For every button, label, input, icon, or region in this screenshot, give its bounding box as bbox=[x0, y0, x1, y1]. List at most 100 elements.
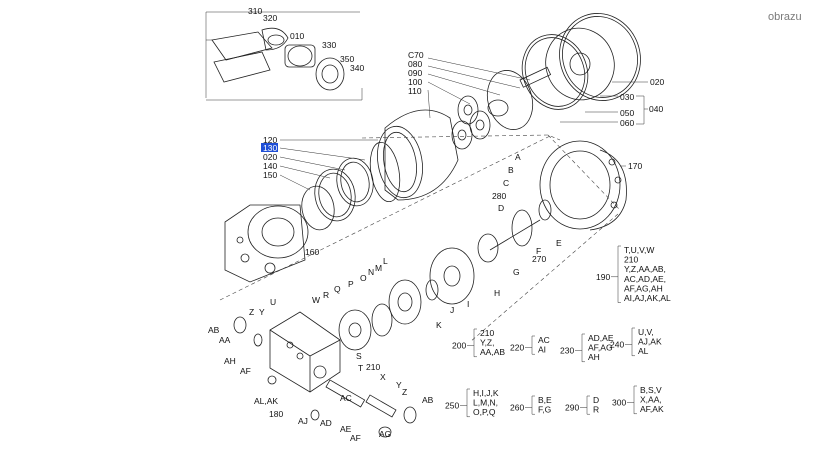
callout-a: A bbox=[515, 152, 521, 162]
highlight-box bbox=[261, 143, 278, 152]
callout-z: Z bbox=[402, 387, 407, 397]
callout-al-ak: AL,AK bbox=[254, 396, 278, 406]
callout-b: B bbox=[508, 165, 514, 175]
group-190-bracket bbox=[617, 245, 621, 303]
callout-020-left: 020 bbox=[263, 152, 277, 162]
inset-detail bbox=[205, 11, 363, 101]
callout-010: 010 bbox=[290, 31, 304, 41]
callout-h: H bbox=[494, 288, 500, 298]
group-250-id: 250 bbox=[445, 400, 459, 410]
group-300-id: 300 bbox=[612, 397, 626, 407]
callout-c: C bbox=[503, 178, 509, 188]
group-250-bracket bbox=[466, 388, 470, 418]
group-240-bracket bbox=[631, 327, 635, 357]
callout-f: F bbox=[536, 246, 541, 256]
callout-ad: AD bbox=[320, 418, 332, 428]
callout-y: Y bbox=[396, 380, 402, 390]
callout-n: N bbox=[368, 267, 374, 277]
callout-140: 140 bbox=[263, 161, 277, 171]
callout-z-top: Z bbox=[249, 307, 254, 317]
callout-170: 170 bbox=[628, 161, 642, 171]
callout-t: T bbox=[358, 363, 363, 373]
callout-ab-left: AB bbox=[208, 325, 220, 335]
callout-c70: C70 bbox=[408, 50, 424, 60]
valve-block bbox=[233, 279, 422, 438]
group-230-bracket bbox=[581, 333, 585, 363]
callout-d: D bbox=[498, 203, 504, 213]
callout-090: 090 bbox=[408, 68, 422, 78]
callout-120: 120 bbox=[263, 135, 277, 145]
callout-030: 030 bbox=[620, 92, 634, 102]
group-260-id: 260 bbox=[510, 403, 524, 413]
callout-210: 210 bbox=[366, 362, 380, 372]
group-200-id: 200 bbox=[452, 340, 466, 350]
callout-k: K bbox=[436, 320, 442, 330]
callout-ag: AG bbox=[379, 429, 391, 439]
callout-e: E bbox=[556, 238, 562, 248]
cover-assembly bbox=[377, 13, 641, 201]
callout-020-top: 020 bbox=[650, 77, 664, 87]
callout-aj: AJ bbox=[298, 416, 308, 426]
group-240-id: 240 bbox=[610, 339, 624, 349]
callout-350: 350 bbox=[340, 54, 354, 64]
group-290-bracket bbox=[586, 395, 590, 415]
callout-130-highlighted: 130 bbox=[263, 143, 277, 153]
callout-w: W bbox=[312, 295, 320, 305]
callout-af: AF bbox=[350, 433, 361, 443]
callout-aa: AA bbox=[219, 335, 231, 345]
group-220-bracket bbox=[531, 335, 535, 355]
callout-j: J bbox=[450, 305, 454, 315]
callout-ah: AH bbox=[224, 356, 236, 366]
callout-ac: AC bbox=[340, 393, 352, 403]
callout-s: S bbox=[356, 351, 362, 361]
callout-110: 110 bbox=[408, 86, 422, 96]
callout-310: 310 bbox=[248, 6, 262, 16]
group-220-id: 220 bbox=[510, 343, 524, 353]
callout-080: 080 bbox=[408, 59, 422, 69]
group-290-id: 290 bbox=[565, 403, 579, 413]
group-190-id: 190 bbox=[596, 272, 610, 282]
callout-ab: AB bbox=[422, 395, 434, 405]
callout-i: I bbox=[467, 299, 469, 309]
callout-o: O bbox=[360, 273, 367, 283]
callout-040: 040 bbox=[649, 104, 663, 114]
callout-g: G bbox=[513, 267, 520, 277]
watermark-text: obrazu bbox=[768, 11, 802, 23]
motor-housing bbox=[425, 140, 627, 305]
callout-q: Q bbox=[334, 284, 341, 294]
callout-r: R bbox=[323, 290, 329, 300]
callout-330: 330 bbox=[322, 40, 336, 50]
group-200-bracket bbox=[473, 328, 477, 358]
callout-160: 160 bbox=[305, 247, 319, 257]
callout-u: U bbox=[270, 297, 276, 307]
group-300-bracket bbox=[633, 385, 637, 415]
callout-320: 320 bbox=[263, 13, 277, 23]
callout-340: 340 bbox=[350, 63, 364, 73]
callout-l: L bbox=[383, 256, 388, 266]
callout-270: 270 bbox=[532, 254, 546, 264]
ring-stack bbox=[224, 141, 401, 283]
callout-280: 280 bbox=[492, 191, 506, 201]
callout-060: 060 bbox=[620, 118, 634, 128]
callout-x: X bbox=[380, 372, 386, 382]
callout-050: 050 bbox=[620, 108, 634, 118]
callout-p: P bbox=[348, 279, 354, 289]
callout-ae: AE bbox=[340, 424, 352, 434]
group-230-id: 230 bbox=[560, 345, 574, 355]
callout-180: 180 bbox=[269, 409, 283, 419]
callout-y-top: Y bbox=[259, 307, 265, 317]
callout-m: M bbox=[375, 263, 382, 273]
callout-af-left: AF bbox=[240, 366, 251, 376]
callout-150: 150 bbox=[263, 170, 277, 180]
